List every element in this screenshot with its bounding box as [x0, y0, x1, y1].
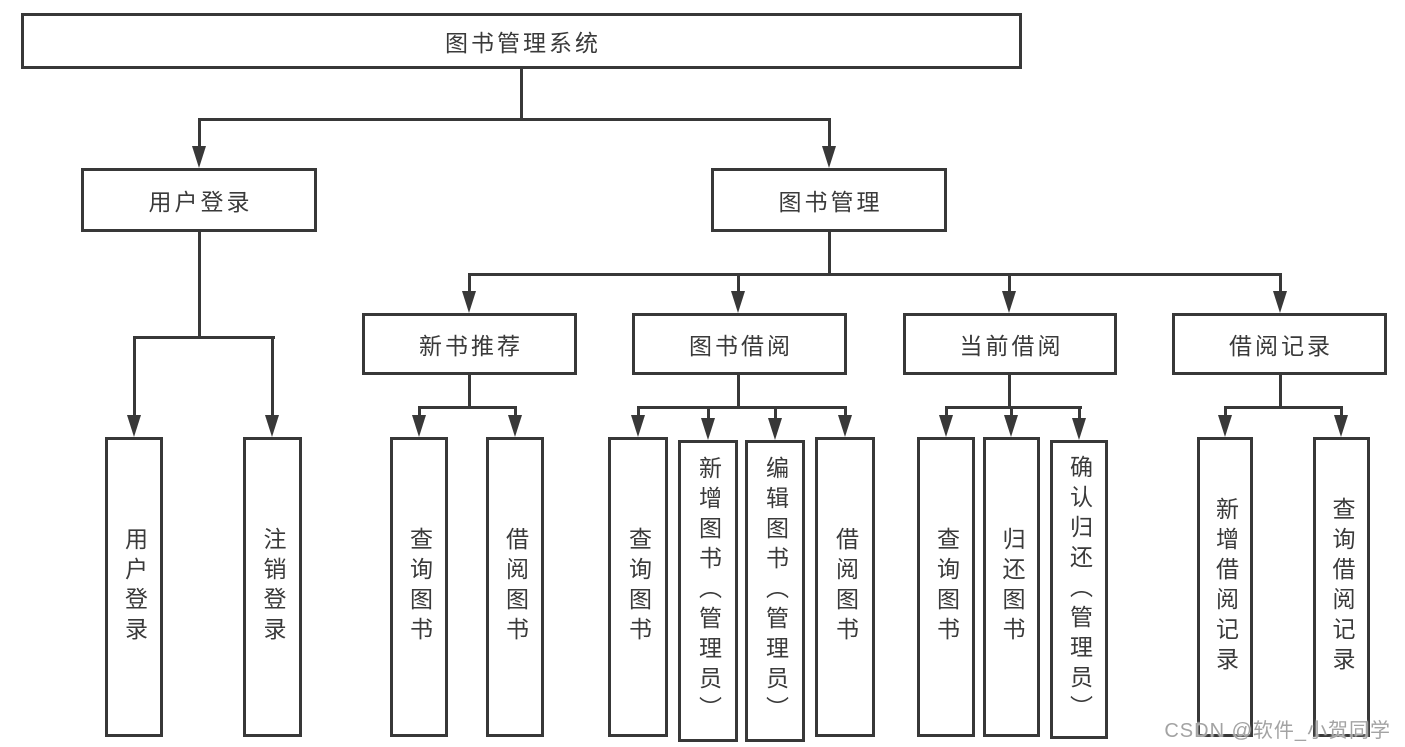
leaf-user-login: 用户登录 — [105, 437, 163, 737]
connector-line — [514, 406, 517, 420]
arrowhead-down-icon — [631, 415, 645, 437]
connector-line — [468, 273, 471, 295]
leaf-bb-query-books-label: 查询图书 — [625, 527, 652, 647]
leaf-cb-confirm-return-label: 确认归还（管理员） — [1066, 454, 1093, 725]
connector-line — [133, 336, 136, 420]
csdn-watermark: CSDN @软件_小贺同学 — [1164, 720, 1391, 742]
arrowhead-down-icon — [412, 415, 426, 437]
leaf-br-query-record-label: 查询借阅记录 — [1329, 497, 1355, 677]
leaf-logout-label: 注销登录 — [260, 527, 286, 647]
connector-line — [198, 118, 201, 150]
leaf-cb-confirm-return: 确认归还（管理员） — [1050, 440, 1108, 739]
leaf-br-query-record: 查询借阅记录 — [1313, 437, 1370, 737]
connector-line — [520, 69, 523, 118]
leaf-cb-return-books-label: 归还图书 — [999, 527, 1025, 647]
arrowhead-down-icon — [731, 291, 745, 313]
leaf-cb-return-books: 归还图书 — [983, 437, 1040, 737]
connector-line — [1078, 406, 1081, 420]
leaf-rec-query-books-label: 查询图书 — [406, 527, 433, 647]
connector-line — [418, 406, 421, 420]
arrowhead-down-icon — [1072, 418, 1086, 440]
connector-line — [1008, 375, 1011, 409]
connector-line — [1008, 273, 1011, 295]
node-current-borrow: 当前借阅 — [903, 313, 1117, 375]
connector-line — [1340, 406, 1343, 420]
leaf-bb-add-books: 新增图书（管理员） — [678, 440, 738, 742]
connector-line — [637, 406, 847, 409]
connector-line — [945, 406, 948, 420]
connector-line — [828, 118, 831, 150]
arrowhead-down-icon — [1218, 415, 1232, 437]
arrowhead-down-icon — [462, 291, 476, 313]
connector-line — [1224, 406, 1227, 420]
arrowhead-down-icon — [838, 415, 852, 437]
leaf-br-add-record: 新增借阅记录 — [1197, 437, 1253, 737]
connector-line — [271, 336, 274, 420]
leaf-rec-query-books: 查询图书 — [390, 437, 448, 737]
connector-line — [637, 406, 640, 420]
node-user-login: 用户登录 — [81, 168, 317, 232]
arrowhead-down-icon — [768, 418, 782, 440]
leaf-cb-query-books-label: 查询图书 — [933, 527, 960, 647]
connector-line — [468, 375, 471, 409]
connector-line — [844, 406, 847, 420]
node-book-borrow-label: 图书借阅 — [689, 333, 793, 359]
leaf-bb-add-books-label: 新增图书（管理员） — [695, 456, 722, 726]
connector-line — [1010, 406, 1013, 420]
node-current-borrow-label: 当前借阅 — [959, 333, 1064, 359]
node-book-manage-label: 图书管理 — [778, 189, 883, 215]
leaf-bb-edit-books: 编辑图书（管理员） — [745, 440, 805, 742]
arrowhead-down-icon — [1002, 291, 1016, 313]
leaf-cb-query-books: 查询图书 — [917, 437, 975, 737]
node-borrow-record: 借阅记录 — [1172, 313, 1387, 375]
connector-line — [945, 406, 1082, 409]
connector-line — [468, 273, 1282, 276]
leaf-rec-borrow-books-label: 借阅图书 — [502, 527, 529, 647]
node-new-book-rec-label: 新书推荐 — [419, 333, 523, 359]
node-root: 图书管理系统 — [21, 13, 1022, 69]
arrowhead-down-icon — [192, 146, 206, 168]
leaf-br-add-record-label: 新增借阅记录 — [1212, 497, 1239, 677]
arrowhead-down-icon — [265, 415, 279, 437]
connector-line — [1224, 406, 1343, 409]
leaf-rec-borrow-books: 借阅图书 — [486, 437, 544, 737]
leaf-user-login-label: 用户登录 — [121, 527, 148, 647]
node-book-borrow: 图书借阅 — [632, 313, 847, 375]
connector-line — [1279, 375, 1282, 409]
connector-line — [737, 375, 740, 409]
arrowhead-down-icon — [127, 415, 141, 437]
node-new-book-rec: 新书推荐 — [362, 313, 577, 375]
arrowhead-down-icon — [1004, 415, 1018, 437]
node-book-manage: 图书管理 — [711, 168, 947, 232]
connector-line — [707, 406, 710, 420]
leaf-bb-edit-books-label: 编辑图书（管理员） — [762, 456, 789, 726]
connector-line — [774, 406, 777, 420]
connector-line — [737, 273, 740, 295]
connector-line — [1279, 273, 1282, 295]
leaf-bb-query-books: 查询图书 — [608, 437, 668, 737]
node-user-login-label: 用户登录 — [148, 189, 253, 215]
arrowhead-down-icon — [939, 415, 953, 437]
leaf-bb-borrow-books-label: 借阅图书 — [832, 527, 859, 647]
arrowhead-down-icon — [822, 146, 836, 168]
arrowhead-down-icon — [701, 418, 715, 440]
connector-line — [418, 406, 517, 409]
leaf-logout: 注销登录 — [243, 437, 302, 737]
connector-line — [828, 232, 831, 276]
arrowhead-down-icon — [1334, 415, 1348, 437]
arrowhead-down-icon — [1273, 291, 1287, 313]
node-root-label: 图书管理系统 — [445, 30, 601, 56]
node-borrow-record-label: 借阅记录 — [1229, 333, 1333, 359]
arrowhead-down-icon — [508, 415, 522, 437]
connector-line — [198, 232, 201, 339]
connector-line — [198, 118, 831, 121]
leaf-bb-borrow-books: 借阅图书 — [815, 437, 875, 737]
connector-line — [133, 336, 275, 339]
